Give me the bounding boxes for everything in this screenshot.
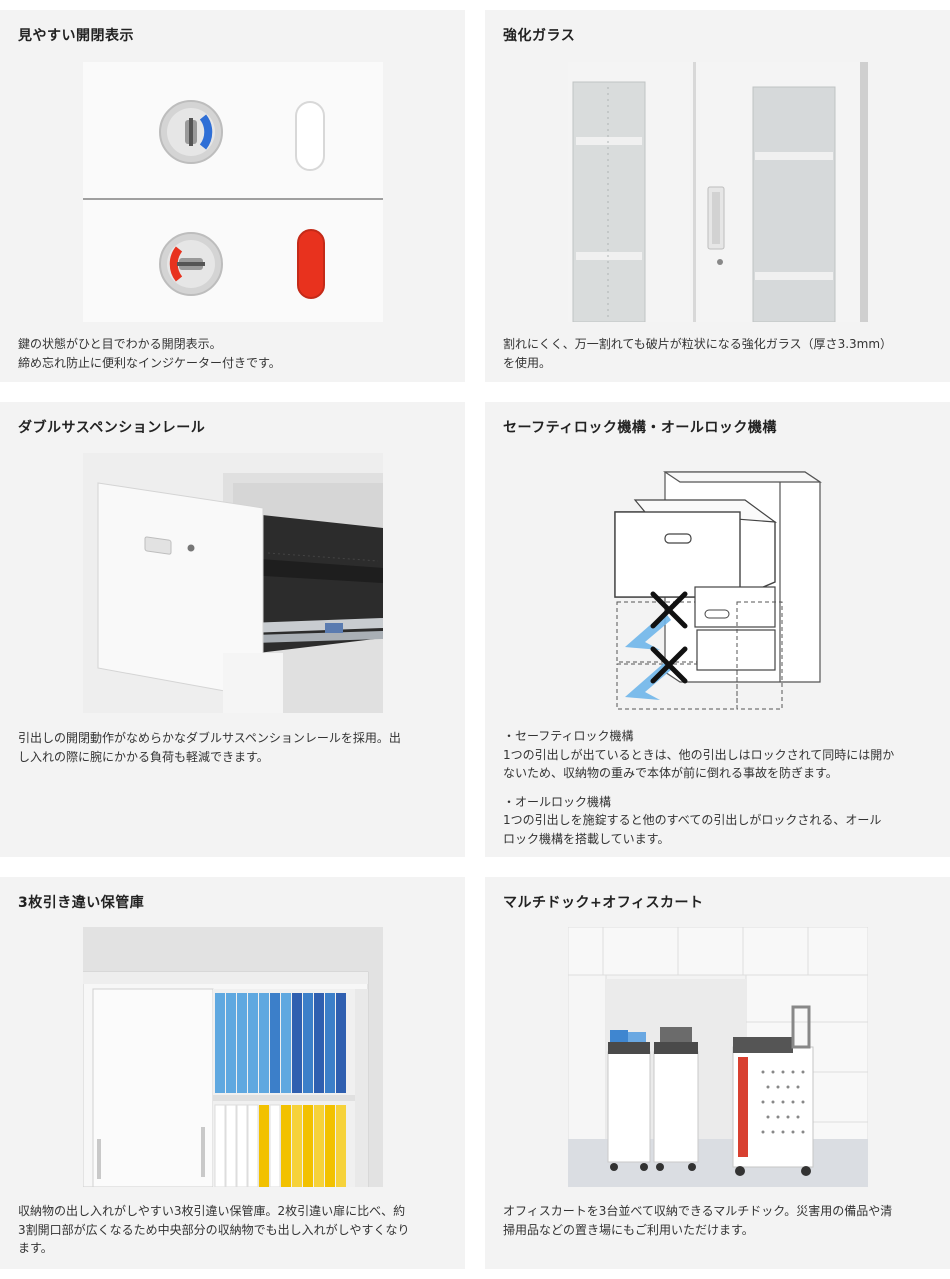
- feature-card-multidock: マルチドック+オフィスカート: [485, 877, 950, 1269]
- safety-lock-diagram: [605, 452, 835, 712]
- description-line: 掃用品などの置き場にもご利用いただけます。: [503, 1222, 754, 1237]
- description-line: ロック機構を搭載しています。: [503, 831, 670, 846]
- key-lock-unlocked-icon: [159, 100, 223, 164]
- feature-card-safety-lock: セーフティロック機構・オールロック機構: [485, 402, 950, 857]
- blocked-x-icon: [650, 646, 688, 684]
- description-line: 引出しの開閉動作がなめらかなダブルサスペンションレールを採用。出: [18, 731, 401, 745]
- description-line: オフィスカートを3台並べて収納できるマルチドック。災害用の備品や清: [503, 1204, 893, 1218]
- lock-indicator-photo: [83, 62, 383, 322]
- feature-title: ダブルサスペンションレール: [18, 420, 206, 436]
- feature-card-double-rail: ダブルサスペンションレール 引出しの開閉動作がなめらかなダブルサスペンションレー…: [0, 402, 465, 857]
- feature-description: 割れにくく、万一割れても破片が粒状になる強化ガラス（厚さ3.3mm） を使用。: [503, 335, 932, 372]
- block-heading: ・オールロック機構: [503, 794, 612, 809]
- description-line: 鍵の状態がひと目でわかる開閉表示。: [18, 337, 222, 351]
- feature-title: セーフティロック機構・オールロック機構: [503, 420, 777, 436]
- feature-title: マルチドック+オフィスカート: [503, 895, 704, 911]
- blocked-x-icon: [650, 591, 688, 629]
- description-line: ます。: [18, 1241, 53, 1256]
- description-line: を使用。: [503, 355, 552, 370]
- block-heading: ・セーフティロック機構: [503, 729, 634, 743]
- feature-description: オフィスカートを3台並べて収納できるマルチドック。災害用の備品や清 掃用品などの…: [503, 1202, 932, 1239]
- feature-title: 3枚引き違い保管庫: [18, 895, 145, 911]
- description-line: 3割開口部が広くなるため中央部分の収納物でも出し入れがしやすくなり: [18, 1222, 410, 1237]
- feature-title: 強化ガラス: [503, 28, 576, 44]
- description-line: 割れにくく、万一割れても破片が粒状になる強化ガラス（厚さ3.3mm）: [503, 337, 893, 351]
- feature-description: 収納物の出し入れがしやすい3枚引違い保管庫。2枚引違い扉に比べ、約 3割開口部が…: [18, 1202, 447, 1258]
- feature-description: 引出しの開閉動作がなめらかなダブルサスペンションレールを採用。出 し入れの際に腕…: [18, 729, 447, 766]
- feature-card-sliding-cabinet: 3枚引き違い保管庫: [0, 877, 465, 1269]
- description-line: 1つの引出しを施錠すると他のすべての引出しがロックされる、オール: [503, 813, 882, 828]
- feature-title: 見やすい開閉表示: [18, 28, 134, 44]
- glass-cabinet-photo: [568, 62, 868, 322]
- feature-card-tempered-glass: 強化ガラス 割れにくく、万一割れても破片が粒状になる強化ガラス（厚さ3.3mm）…: [485, 10, 950, 382]
- feature-card-lock-indicator: 見やすい開閉表示 鍵の状態がひと目でわかる開閉表: [0, 10, 465, 382]
- indicator-white-icon: [295, 101, 325, 171]
- drawer-rail-photo: [83, 453, 383, 713]
- lock-icon: [187, 544, 195, 552]
- lock-icon: [717, 259, 723, 265]
- description-line: し入れの際に腕にかかる負荷も軽減できます。: [18, 749, 269, 764]
- multidock-cart-photo: [568, 927, 868, 1187]
- description-line: 1つの引出しが出ているときは、他の引出しはロックされて同時には開か: [503, 747, 895, 762]
- description-line: ないため、収納物の重みで本体が前に倒れる事故を防ぎます。: [503, 766, 838, 781]
- sliding-cabinet-photo: [83, 927, 383, 1187]
- description-line: 収納物の出し入れがしやすい3枚引違い保管庫。2枚引違い扉に比べ、約: [18, 1204, 406, 1218]
- key-lock-locked-icon: [159, 232, 223, 296]
- indicator-red-icon: [297, 229, 325, 299]
- feature-description: 鍵の状態がひと目でわかる開閉表示。 締め忘れ防止に便利なインジケーター付きです。: [18, 335, 447, 372]
- feature-description: ・セーフティロック機構 1つの引出しが出ているときは、他の引出しはロックされて同…: [503, 727, 932, 849]
- description-line: 締め忘れ防止に便利なインジケーター付きです。: [18, 355, 281, 370]
